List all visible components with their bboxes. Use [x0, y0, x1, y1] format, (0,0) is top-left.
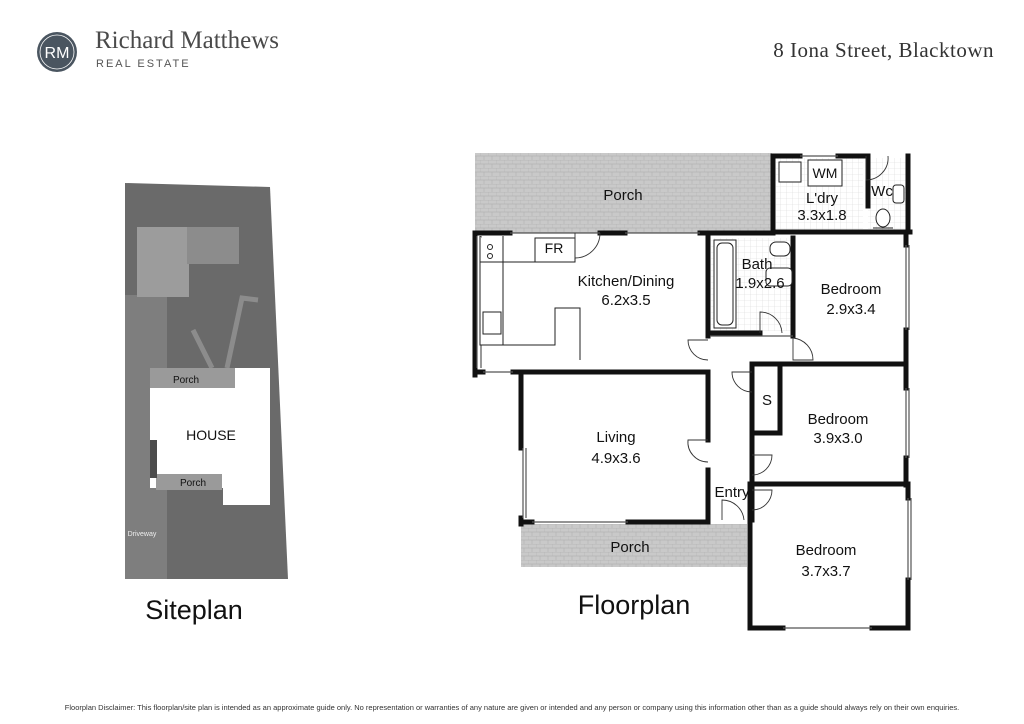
fp-porch-front-label: Porch: [610, 539, 649, 556]
fp-bath-name: Bath: [742, 256, 773, 273]
fp-wc-label: Wc: [871, 183, 893, 200]
fp-wm-label: WM: [813, 165, 838, 181]
fp-storage-label: S: [762, 392, 772, 409]
fp-porch-top-label: Porch: [603, 187, 642, 204]
fp-living-name: Living: [596, 429, 635, 446]
site-house: [150, 368, 270, 505]
fp-bed3-size: 3.7x3.7: [801, 563, 850, 580]
fp-bed3-name: Bedroom: [796, 542, 857, 559]
fp-entry-label: Entry: [714, 484, 750, 501]
brand-subtitle: REAL ESTATE: [96, 58, 191, 70]
logo-monogram: RM: [37, 32, 77, 72]
siteplan: Porch HOUSE Porch Driveway Siteplan: [125, 183, 288, 625]
fp-laundry-size: 3.3x1.8: [797, 207, 846, 224]
fp-bed1-name: Bedroom: [821, 281, 882, 298]
site-paving-right: [187, 227, 239, 264]
fp-porch-top: [475, 153, 772, 233]
site-shrubs: [150, 440, 157, 478]
site-porch-top-label: Porch: [173, 375, 199, 386]
site-driveway-label: Driveway: [128, 531, 157, 538]
fp-bath-size: 1.9x2.6: [735, 275, 784, 292]
siteplan-title: Siteplan: [145, 595, 243, 625]
site-porch-bottom: [156, 474, 222, 490]
site-path: [190, 328, 215, 370]
fp-porch-front: [521, 524, 747, 567]
fp-kitchen-name: Kitchen/Dining: [578, 273, 675, 290]
fp-living-size: 4.9x3.6: [591, 450, 640, 467]
site-porch-bottom-label: Porch: [180, 478, 206, 489]
fp-laundry-name: L'dry: [806, 190, 839, 207]
fp-bed1-size: 2.9x3.4: [826, 301, 875, 318]
logo-monogram-text: RM: [45, 45, 70, 62]
site-porch-top: [150, 368, 235, 388]
site-paving-left: [137, 227, 189, 297]
floorplan: Porch WM L'dry 3.3x1.8 Wc FR Kitchen/Din…: [472, 153, 913, 631]
fp-kitchen-size: 6.2x3.5: [601, 292, 650, 309]
property-address: 8 Iona Street, Blacktown: [773, 38, 994, 62]
floorplan-title: Floorplan: [578, 590, 691, 620]
fp-bed2-name: Bedroom: [808, 411, 869, 428]
disclaimer-text: Floorplan Disclaimer: This floorplan/sit…: [64, 703, 960, 712]
site-house-label: HOUSE: [186, 427, 236, 443]
brand-name: Richard Matthews: [95, 27, 279, 54]
site-path-2: [224, 295, 259, 369]
fp-bed2-size: 3.9x3.0: [813, 430, 862, 447]
fp-fridge-label: FR: [545, 240, 564, 256]
